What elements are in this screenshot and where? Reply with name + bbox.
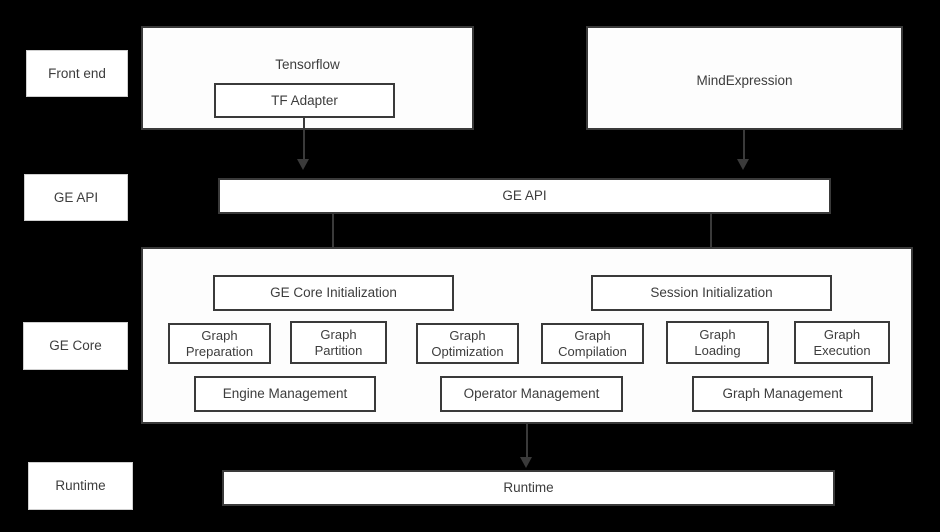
lane-label-front-end-text: Front end xyxy=(48,65,106,81)
lane-label-front-end: Front end xyxy=(26,50,128,97)
operator-management-label: Operator Management xyxy=(463,386,600,402)
connector-ge-api-to-session-init xyxy=(710,214,712,258)
session-initialization-label: Session Initialization xyxy=(650,285,773,301)
lane-label-ge-api: GE API xyxy=(24,174,128,221)
connector-tf-adapter-to-ge-api xyxy=(303,116,305,160)
ge-api-bar[interactable]: GE API xyxy=(218,178,831,214)
graph-partition-label: Graph Partition xyxy=(314,327,363,358)
arrowhead-tf-adapter-to-ge-api xyxy=(297,159,309,170)
connector-ge-core-to-runtime xyxy=(526,424,528,458)
lane-label-ge-api-text: GE API xyxy=(53,189,99,205)
graph-loading-label: Graph Loading xyxy=(694,327,741,358)
graph-optimization-label: Graph Optimization xyxy=(431,328,504,359)
graph-loading-box[interactable]: Graph Loading xyxy=(666,321,769,364)
graph-preparation-label: Graph Preparation xyxy=(185,328,254,359)
mindexpression-group-title: MindExpression xyxy=(696,73,793,88)
graph-compilation-box[interactable]: Graph Compilation xyxy=(541,323,644,364)
session-initialization-box[interactable]: Session Initialization xyxy=(591,275,832,311)
tensorflow-group-title: Tensorflow xyxy=(275,57,340,72)
tf-adapter-box[interactable]: TF Adapter xyxy=(214,83,395,118)
graph-optimization-box[interactable]: Graph Optimization xyxy=(416,323,519,364)
runtime-bar[interactable]: Runtime xyxy=(222,470,835,506)
mindexpression-group: MindExpression xyxy=(586,26,903,130)
graph-management-label: Graph Management xyxy=(722,386,843,402)
lane-label-ge-core-text: GE Core xyxy=(49,338,102,354)
graph-execution-box[interactable]: Graph Execution xyxy=(794,321,890,364)
runtime-bar-label: Runtime xyxy=(503,480,554,496)
lane-label-runtime: Runtime xyxy=(28,462,133,510)
engine-management-label: Engine Management xyxy=(222,386,348,402)
graph-management-box[interactable]: Graph Management xyxy=(692,376,873,412)
arrowhead-mindexpression-to-ge-api xyxy=(737,159,749,170)
tensorflow-group: Tensorflow TF Adapter xyxy=(141,26,474,130)
ge-core-initialization-label: GE Core Initialization xyxy=(270,285,397,301)
graph-compilation-label: Graph Compilation xyxy=(558,328,627,359)
arrowhead-ge-core-to-runtime xyxy=(520,457,532,468)
engine-management-box[interactable]: Engine Management xyxy=(194,376,376,412)
connector-mindexpression-to-ge-api xyxy=(743,130,745,160)
graph-preparation-box[interactable]: Graph Preparation xyxy=(168,323,271,364)
lane-label-runtime-text: Runtime xyxy=(55,478,106,494)
connector-ge-api-to-ge-core-init xyxy=(332,214,334,258)
tf-adapter-label: TF Adapter xyxy=(271,92,338,108)
ge-core-initialization-box[interactable]: GE Core Initialization xyxy=(213,275,454,311)
ge-api-bar-label: GE API xyxy=(502,188,547,204)
ge-core-panel: GE Core Initialization Session Initializ… xyxy=(141,247,913,424)
graph-execution-label: Graph Execution xyxy=(813,327,871,358)
operator-management-box[interactable]: Operator Management xyxy=(440,376,623,412)
graph-partition-box[interactable]: Graph Partition xyxy=(290,321,387,364)
lane-label-ge-core: GE Core xyxy=(23,322,128,370)
